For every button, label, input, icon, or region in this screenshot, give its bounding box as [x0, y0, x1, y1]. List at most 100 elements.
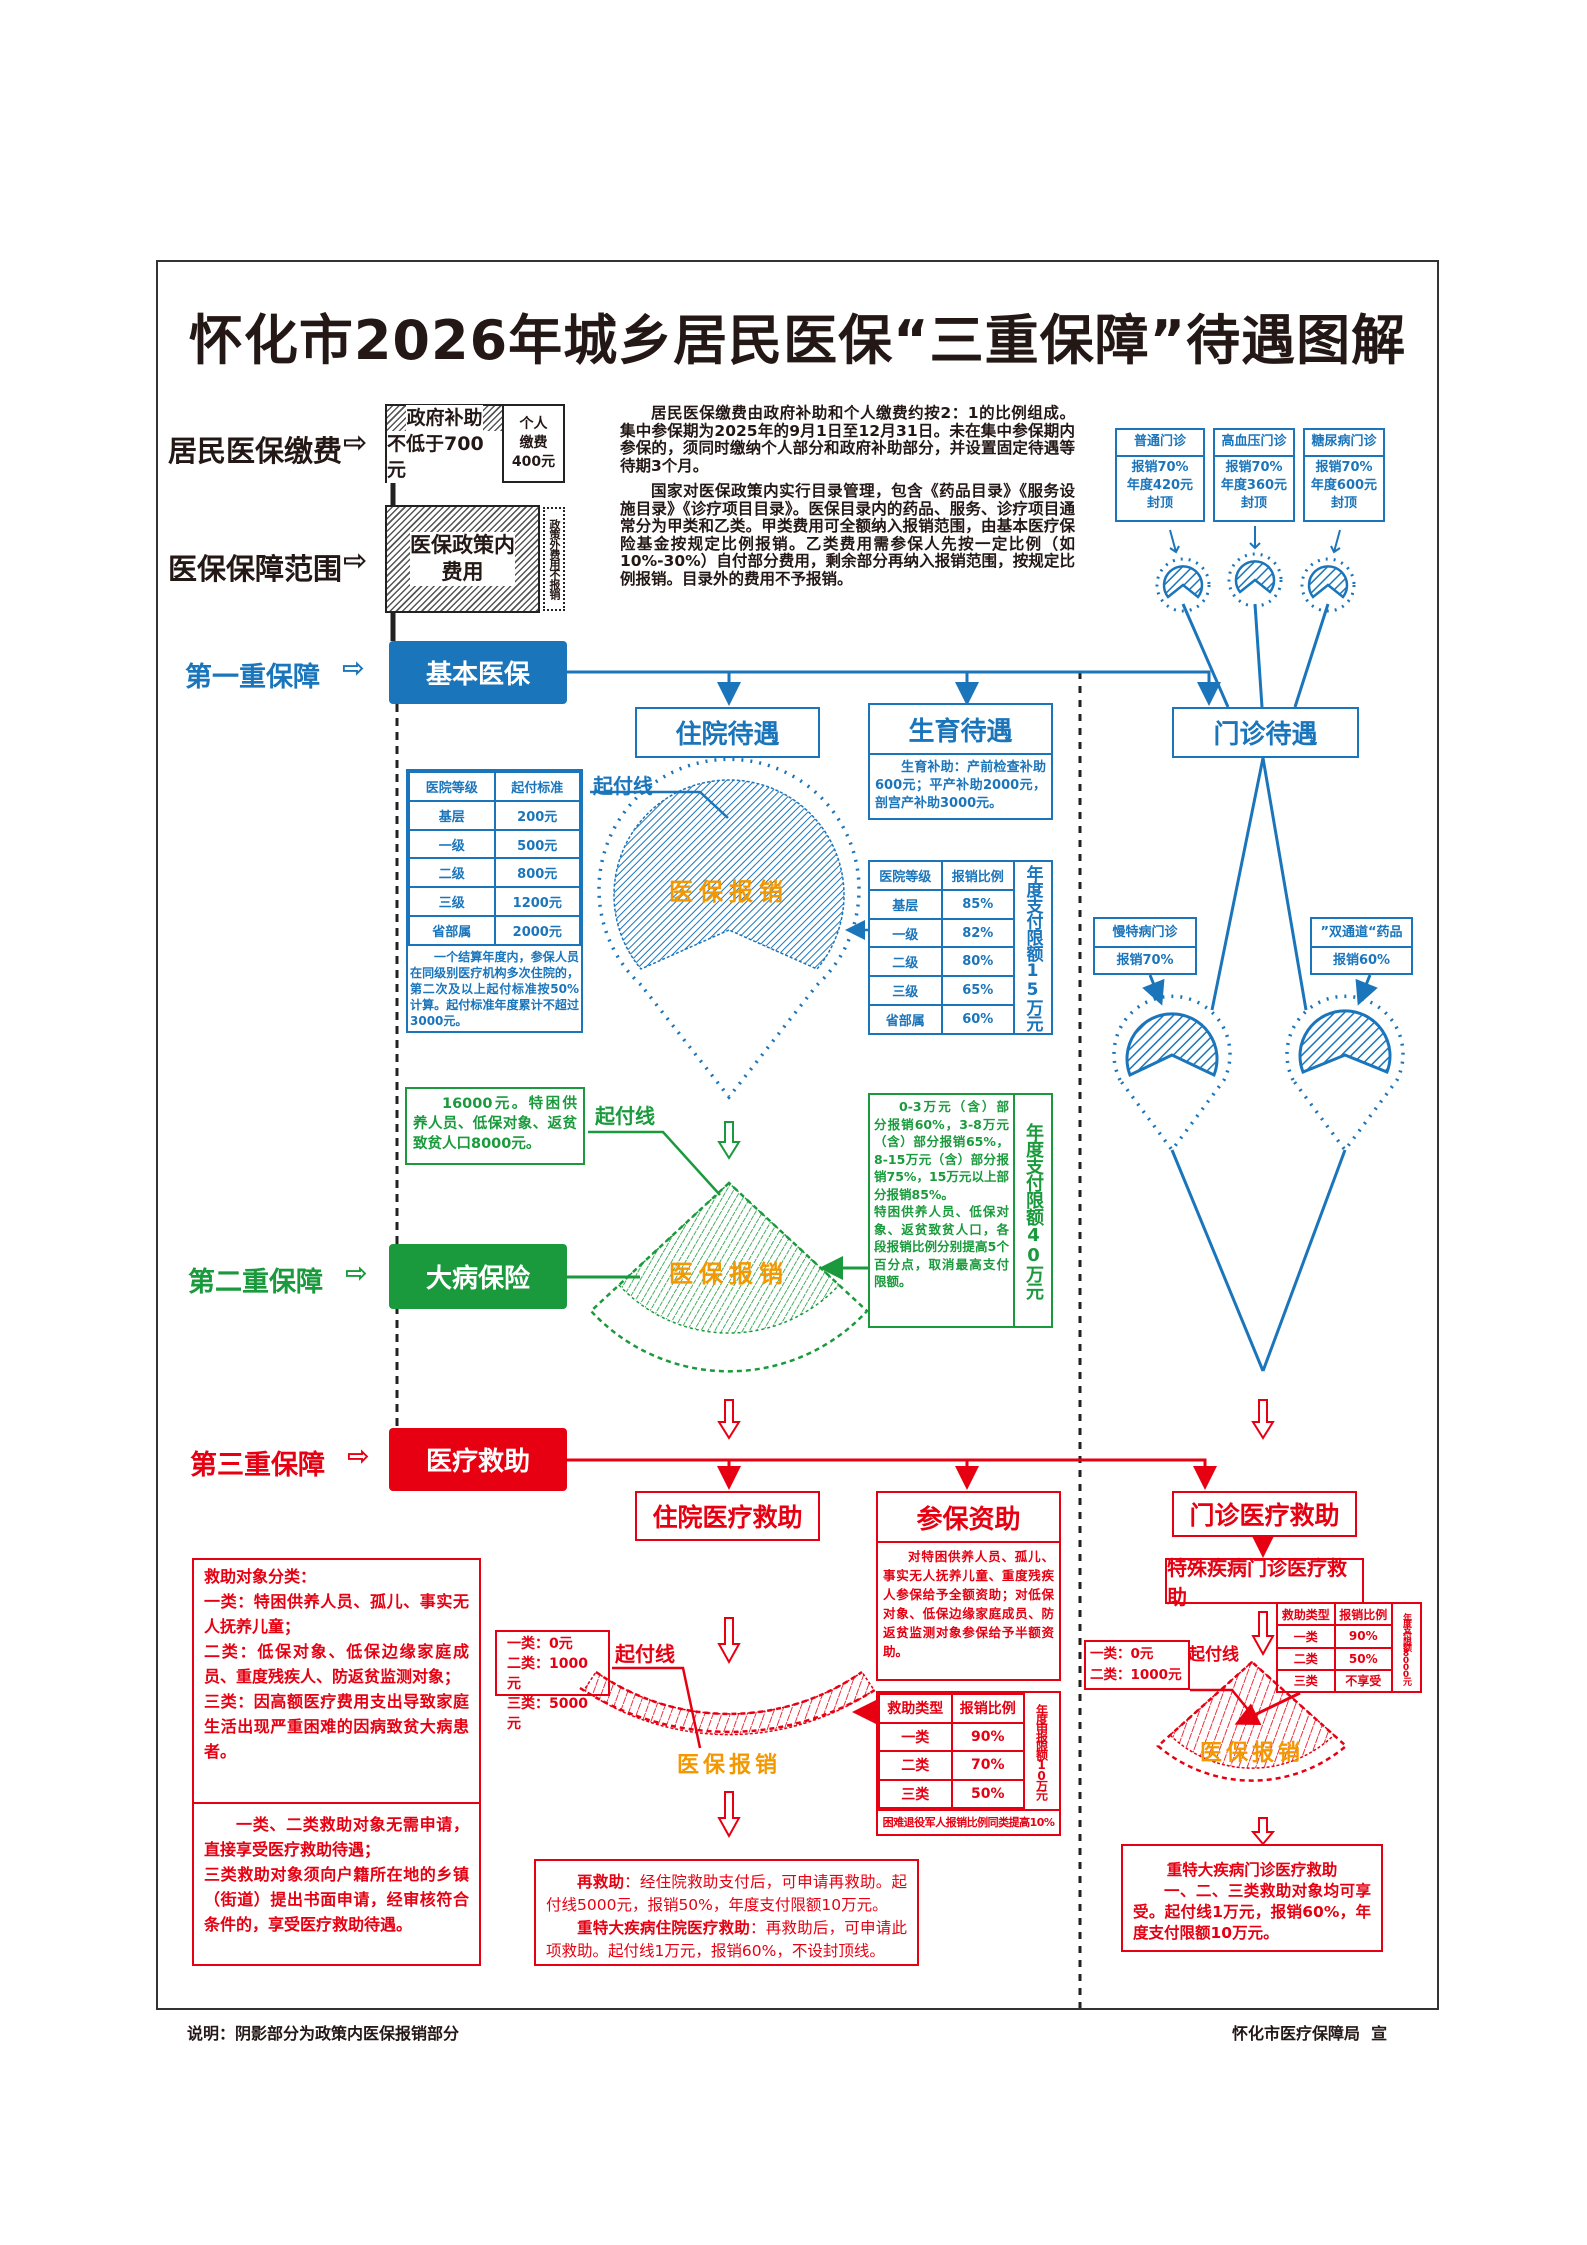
arrow-right-icon: ⇨: [342, 653, 365, 684]
tier-2-label: 第二重保障: [188, 1267, 323, 1298]
poster-frame: [156, 260, 1439, 2010]
chronic-outpatient-pie: [1112, 994, 1232, 1153]
critical-annual-limit: 年度支付限额40万元: [1023, 1122, 1044, 1299]
table-header: 报销比例: [1333, 1601, 1393, 1627]
table-header: 起付标准: [493, 771, 581, 802]
contribution-label: 居民医保缴费: [168, 434, 343, 468]
general-outpatient-box: 普通门诊 报销70% 年度420元 封顶: [1115, 428, 1205, 522]
scope-label: 医保保障范围: [168, 552, 343, 586]
major-outpatient-text: 一、二、三类救助对象均可享受。起付线1万元，报销60%，年度支付限额10万元。: [1133, 1882, 1371, 1942]
svg-text:医保报销: 医保报销: [1200, 1741, 1304, 1766]
tier-3-label: 第三重保障: [190, 1450, 325, 1481]
assistance-application: 一类、二类救助对象无需申请，直接享受医疗救助待遇； 三类救助对象须向户籍所在地的…: [204, 1815, 469, 1934]
major-outpatient-title: 重特大疾病门诊医疗救助: [1166, 1861, 1338, 1879]
diabetes-outpatient-title: 糖尿病门诊: [1305, 430, 1383, 457]
critical-reimbursement-desc: 0-3万元（含）部分报销60%，3-8万元（含）部分报销65%，8-15万元（含…: [870, 1095, 1015, 1326]
in-policy-box: 医保政策内 费用: [385, 505, 540, 613]
inpatient-annual-limit: 年度支付限额15万元: [1015, 860, 1053, 1035]
arrow-right-icon: ⇨: [343, 425, 368, 459]
insurance-subsidy-desc: 对特困供养人员、孤儿、事实无人抚养儿童、重度残疾人参保给予全额资助；对低保对象、…: [883, 1549, 1054, 1659]
outpatient-assistance-deductible: 一类：0元 二类：1000元: [1084, 1640, 1190, 1690]
assistance-categories-box: 救助对象分类： 一类：特困供养人员、孤儿、事实无人抚养儿童； 二类：低保对象、低…: [192, 1558, 481, 1966]
gov-subsidy-label: 政府补助: [406, 404, 483, 431]
inpatient-deductible-label: 起付线: [593, 774, 653, 798]
critical-illness-box: 大病保险: [389, 1244, 567, 1309]
footer-note: 说明：阴影部分为政策内医保报销部分: [187, 2024, 460, 2043]
dual-channel-drug-title: ”双通道“药品: [1312, 919, 1411, 948]
inpatient-title: 住院待遇: [635, 707, 820, 758]
veteran-footnote: 困难退役军人报销比例同类提高10%: [878, 1809, 1059, 1835]
major-inpatient-text: ：再救助后，可申请此项救助。起付线1万元，报销60%，不设封顶线。: [546, 1919, 907, 1960]
intro-text: 居民医保缴费由政府补助和个人缴费约按2：1的比例组成。集中参保期为2025年的9…: [620, 404, 1075, 588]
deductible-note: 一个结算年度内，参保人员在同级别医疗机构多次住院的，第二次及以上起付标准按50%…: [410, 950, 579, 1028]
basic-insurance-box: 基本医保: [389, 641, 567, 704]
insurance-subsidy-title: 参保资助: [878, 1493, 1059, 1543]
inpatient-assistance-deductible-label: 起付线: [615, 1642, 675, 1666]
tier-1-label: 第一重保障: [185, 662, 320, 693]
diabetes-outpatient-desc: 报销70% 年度600元 封顶: [1310, 460, 1378, 511]
down-arrow-icon: [717, 1121, 741, 1160]
in-policy-label: 医保政策内 费用: [410, 532, 515, 586]
down-arrow-icon: [1251, 1399, 1275, 1440]
critical-illness-fan: 医保报销: [567, 1130, 869, 1373]
diabetes-outpatient-box: 糖尿病门诊 报销70% 年度600元 封顶: [1303, 428, 1385, 522]
hypertension-outpatient-box: 高血压门诊 报销70% 年度360元 封顶: [1213, 428, 1295, 522]
page-title: 怀化市2026年城乡居民医保“三重保障”待遇图解: [188, 309, 1407, 372]
table-header: 医院等级: [408, 771, 496, 802]
intro-paragraph-contribution: 居民医保缴费由政府补助和个人缴费约按2：1的比例组成。集中参保期为2025年的9…: [620, 404, 1075, 475]
general-outpatient-desc: 报销70% 年度420元 封顶: [1126, 460, 1194, 511]
hypertension-outpatient-desc: 报销70% 年度360元 封顶: [1220, 460, 1288, 511]
chronic-outpatient-desc: 报销70%: [1116, 953, 1174, 968]
medical-assistance-box: 医疗救助: [389, 1428, 567, 1491]
maternity-title: 生育待遇: [870, 705, 1051, 755]
table-header: 报销比例: [940, 860, 1015, 891]
inpatient-assistance-title: 住院医疗救助: [635, 1491, 820, 1541]
outpatient-assistance-title: 门诊医疗救助: [1172, 1491, 1357, 1537]
inpatient-reimbursement-pie: 医保报销: [597, 757, 861, 1100]
inpatient-assistance-deductible: 一类：0元 二类：1000元 三类：5000元: [495, 1630, 610, 1732]
table-header: 医院等级: [868, 860, 943, 891]
outpatient-assistance-deductible-label: 起付线: [1188, 1645, 1239, 1665]
out-of-policy-label: 政策外费用不报销: [543, 507, 565, 611]
major-inpatient-title: 重特大疾病住院医疗救助: [577, 1919, 750, 1937]
table-header: 报销比例: [950, 1693, 1025, 1724]
chronic-outpatient-box: 慢特病门诊 报销70%: [1093, 917, 1197, 975]
down-arrow-icon: [1251, 1611, 1275, 1657]
down-arrow-icon: [717, 1399, 741, 1440]
inpatient-assistance-arc: 医保报销: [579, 1670, 879, 1778]
re-assistance-box: 再救助：经住院救助支付后，可申请再救助。起付线5000元，报销50%，年度支付限…: [534, 1859, 919, 1966]
critical-reimbursement-box: 0-3万元（含）部分报销60%，3-8万元（含）部分报销65%，8-15万元（含…: [868, 1093, 1053, 1328]
dual-channel-drug-desc: 报销60%: [1332, 953, 1391, 968]
contribution-box: 政府补助 不低于700元 个人 缴费 400元: [385, 404, 565, 483]
general-outpatient-title: 普通门诊: [1117, 430, 1203, 457]
re-assistance-text: ：经住院救助支付后，可申请再救助。起付线5000元，报销50%，年度支付限额10…: [546, 1873, 907, 1914]
down-arrow-icon: [1250, 1817, 1276, 1846]
major-outpatient-assistance-box: 重特大疾病门诊医疗救助 一、二、三类救助对象均可享受。起付线1万元，报销60%，…: [1121, 1844, 1383, 1952]
insurance-subsidy-box: 参保资助 对特困供养人员、孤儿、事实无人抚养儿童、重度残疾人参保给予全额资助；对…: [876, 1491, 1061, 1681]
outpatient-pies: [1155, 526, 1356, 613]
svg-text:医保报销: 医保报销: [669, 878, 789, 906]
svg-text:医保报销: 医保报销: [677, 1753, 781, 1778]
maternity-desc: 生育补助：产前检查补助600元；平产补助2000元，剖宫产补助3000元。: [875, 760, 1046, 811]
hypertension-outpatient-title: 高血压门诊: [1215, 430, 1293, 457]
footer-issuer: 怀化市医疗保障局 宣: [1232, 2024, 1388, 2043]
table-row: 三类不享受: [1276, 1668, 1393, 1694]
arrow-right-icon: ⇨: [345, 1258, 368, 1289]
outpatient-assistance-fan: 医保报销: [1156, 1660, 1348, 1782]
critical-deductible-box: 16000元。特困供养人员、低保对象、返贫致贫人口8000元。: [405, 1087, 585, 1165]
